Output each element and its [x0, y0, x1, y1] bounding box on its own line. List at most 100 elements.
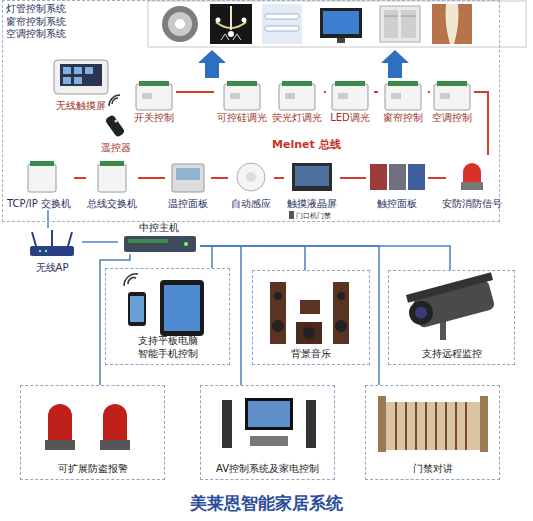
- node-label: 总线交换机: [87, 198, 137, 210]
- chandelier-photo: [242, 18, 247, 23]
- feature-box: 支持远程监控: [388, 270, 515, 365]
- chandelier-photo: [221, 34, 241, 40]
- alarm-siren: [461, 163, 483, 190]
- node-label: TCP/IP 交换机: [7, 198, 71, 210]
- air-conditioner-photo: [384, 16, 398, 17]
- wireless-router: [32, 232, 36, 246]
- host-node: 中控主机: [118, 222, 200, 254]
- bus-line: [211, 177, 228, 179]
- bus-line: [324, 91, 326, 93]
- device-node: 开关控制: [132, 80, 176, 124]
- tv-photo: [320, 8, 362, 38]
- node-label: 安防消防信号: [442, 198, 502, 210]
- touch-screen-device: [60, 64, 102, 86]
- node-label: 背景音乐: [291, 348, 331, 360]
- node-label: 无线触摸屏: [56, 100, 106, 112]
- lcd-touch-screen: [292, 163, 332, 191]
- control-module: [437, 81, 467, 86]
- touch-screen-device: [54, 60, 108, 94]
- control-module: [224, 84, 260, 110]
- system-region: 灯管控制系统 窗帘控制系统 空调控制系统无线触摸屏遥控器开关控制可控硅调光荧光灯…: [2, 0, 500, 222]
- network-line: [200, 246, 305, 270]
- node-label: 窗帘控制: [383, 112, 423, 124]
- security-camera: [406, 298, 435, 327]
- switch-module: [98, 164, 126, 192]
- device-node: 荧光灯调光: [270, 80, 324, 124]
- up-arrow: [198, 50, 226, 78]
- network-line: [82, 241, 118, 243]
- chandelier-photo: [210, 4, 252, 44]
- burglar-alarm: [45, 440, 75, 450]
- system-list: 灯管控制系统 窗帘控制系统 空调控制系统: [6, 3, 70, 41]
- control-module: [282, 81, 312, 86]
- tablet-phone: [128, 292, 146, 326]
- alarm-siren: [463, 163, 481, 182]
- bus-line: [374, 91, 378, 93]
- spotlight-photo: [168, 12, 192, 36]
- host-controller: [124, 236, 196, 252]
- chandelier-photo: [228, 31, 234, 37]
- air-conditioner-photo: [380, 6, 420, 42]
- node-label: 中控主机: [139, 222, 179, 234]
- tube-light-photo: [265, 14, 299, 19]
- thermostat-panel: [172, 164, 204, 192]
- node-label: 支持平板电脑 智能手机控制: [135, 335, 201, 360]
- security-camera: [406, 272, 493, 303]
- switch-module: [100, 161, 124, 166]
- touch-screen-device: [63, 77, 71, 84]
- curtain-photo: [432, 4, 450, 44]
- device-node: 无线AP: [22, 228, 82, 274]
- speakers: [296, 322, 322, 344]
- control-module: [335, 81, 365, 86]
- bus-line: [428, 91, 430, 93]
- device-node: 可控硅调光: [214, 80, 270, 124]
- speakers: [270, 282, 286, 344]
- wireless-router: [39, 250, 41, 252]
- bus-line: [138, 177, 165, 179]
- wireless-signal: [109, 95, 120, 106]
- up-arrow: [198, 50, 226, 78]
- bus-line: [340, 177, 366, 179]
- node-label: 支持远程监控: [422, 348, 482, 360]
- feature-box: 背景音乐: [252, 270, 370, 365]
- security-camera: [404, 272, 500, 340]
- host-controller: [124, 236, 196, 252]
- burglar-alarm: [103, 404, 127, 440]
- bus-line: [74, 177, 86, 179]
- network-line: [200, 246, 450, 270]
- device-node: 空调控制: [430, 80, 474, 124]
- tablet-phone: [160, 280, 204, 336]
- speakers: [337, 292, 345, 300]
- node-label: 触摸液晶屏: [287, 198, 337, 210]
- entrance-gate: [386, 402, 480, 450]
- device-node: 窗帘控制: [378, 80, 428, 124]
- control-module: [434, 84, 470, 110]
- remote-control: [115, 120, 118, 123]
- switch-module: [28, 161, 56, 192]
- bus-line: [176, 91, 214, 93]
- entrance-gate: [396, 402, 466, 450]
- curtain-photo: [454, 4, 472, 44]
- switch-module: [30, 161, 54, 166]
- touch-screen-device: [54, 60, 108, 94]
- node-label: 自动感应: [231, 198, 271, 210]
- up-arrow: [381, 50, 409, 78]
- door-station-icon: [289, 211, 294, 219]
- burglar-alarm: [45, 404, 130, 450]
- spotlight-photo: [162, 6, 198, 42]
- av-system: [250, 436, 288, 446]
- wireless-router: [51, 230, 53, 246]
- node-label: 可控硅调光: [217, 112, 267, 124]
- product-strip: [148, 1, 526, 47]
- device-node: LED调光: [326, 80, 374, 124]
- control-module: [385, 84, 421, 110]
- device-node: 安防消防信号: [446, 155, 498, 210]
- feature-box: AV控制系统及家电控制: [200, 385, 335, 480]
- control-module: [285, 93, 295, 99]
- spotlight-photo: [175, 19, 185, 29]
- node-label: LED调光: [330, 112, 370, 124]
- tv-photo: [337, 38, 345, 43]
- control-module: [338, 93, 348, 99]
